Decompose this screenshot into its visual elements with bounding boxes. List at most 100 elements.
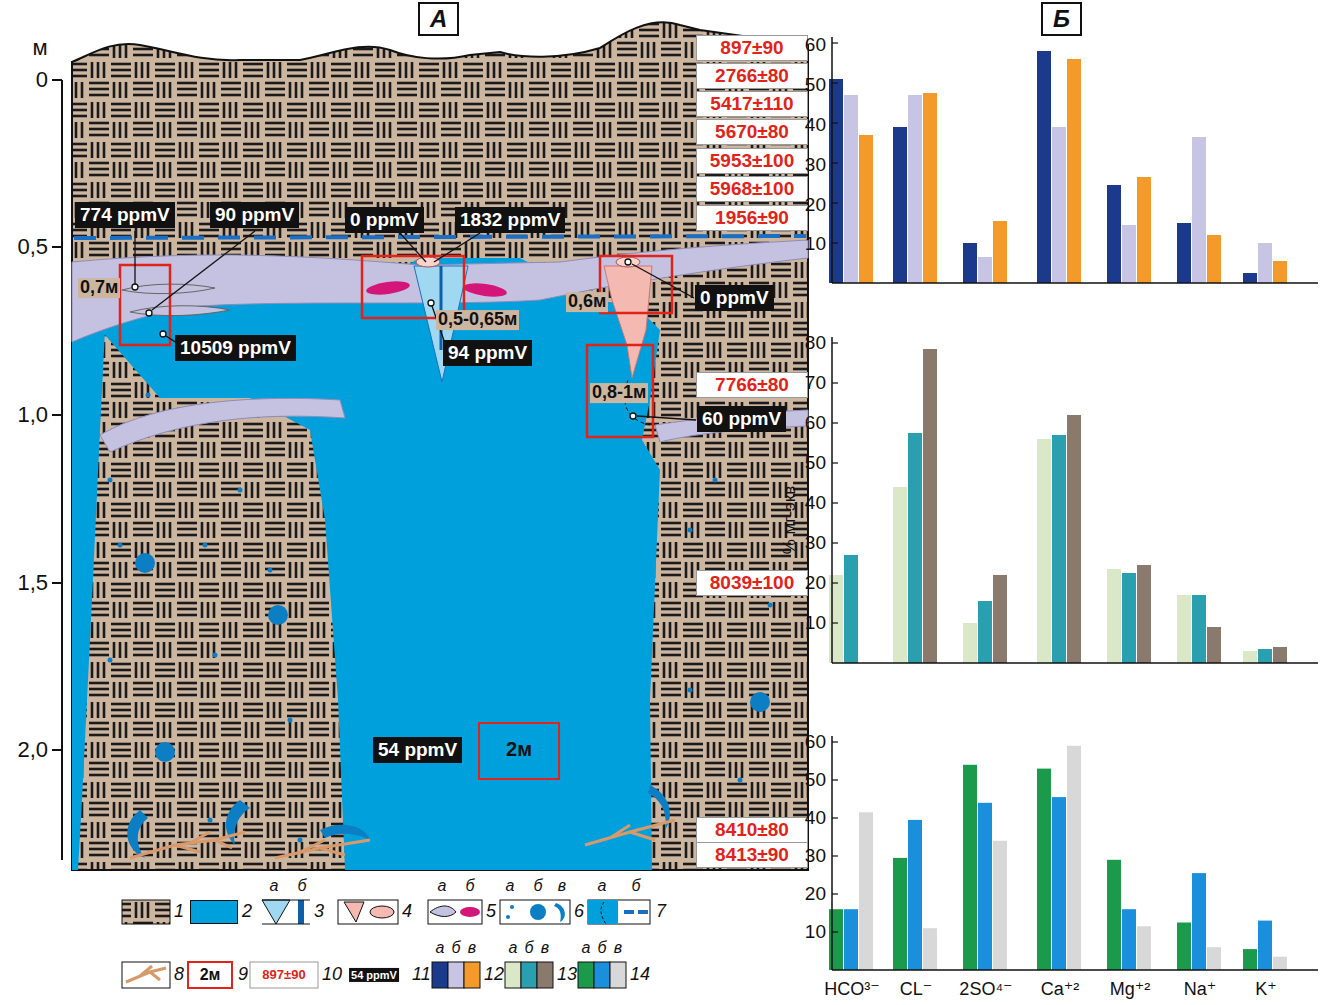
bar: [1207, 947, 1221, 970]
bar: [1052, 127, 1066, 283]
depth-label: 0,7м: [78, 278, 120, 298]
bar: [978, 257, 992, 283]
node-text: 5953±100: [703, 150, 801, 172]
depth-label: 0,8-1м: [590, 383, 648, 403]
legend-letter: а: [509, 939, 518, 957]
bar: [1052, 797, 1066, 970]
tick-mark: [832, 342, 838, 343]
category-label: Mg⁺²: [1110, 980, 1151, 1000]
node-text: 774 ppmV: [80, 204, 170, 226]
legend-letter: б: [525, 939, 534, 957]
category-label: K⁺: [1255, 980, 1277, 1000]
tick-label: 30: [805, 155, 826, 176]
legend-swatch: [190, 900, 238, 924]
tick-mark: [832, 582, 838, 583]
ppm-box: 54 ppmV: [373, 737, 462, 763]
bar: [993, 221, 1007, 283]
bar: [1122, 573, 1136, 663]
axis-label: 1,5: [17, 571, 48, 595]
bar: [978, 601, 992, 663]
node-text: 5968±100: [703, 178, 801, 200]
ppm-box: 774 ppmV: [75, 202, 175, 228]
node-text: 90 ppmV: [215, 204, 294, 226]
lavender-lens: [130, 306, 230, 316]
node-text: 5417±110: [703, 93, 801, 115]
tick-mark: [832, 817, 838, 818]
legend-number: 7: [656, 902, 666, 922]
legend-letter: б: [466, 877, 475, 895]
bar: [1192, 137, 1206, 283]
tick-label: 80: [805, 333, 826, 354]
depth-axis: [52, 80, 62, 860]
bar: [993, 841, 1007, 970]
bar: [893, 487, 907, 663]
legend-samples: [122, 900, 650, 988]
axis-label: 1,0: [17, 403, 48, 427]
legend-number: 2: [242, 902, 252, 922]
axis-label: 0,5: [17, 235, 48, 259]
ice-wedge: [72, 258, 660, 870]
bar: [859, 135, 873, 283]
tick-mark: [832, 741, 838, 742]
ppm-box: 10509 ppmV: [175, 335, 296, 361]
bar: [1243, 651, 1257, 663]
x-axis: [832, 969, 1318, 971]
bar: [908, 820, 922, 970]
legend-sample-text: 897±90: [262, 968, 305, 982]
ppm-box: 0 ppmV: [695, 285, 774, 311]
bar: [893, 127, 907, 283]
tick-mark: [832, 242, 838, 243]
tick-mark: [832, 502, 838, 503]
tick-label: 70: [805, 373, 826, 394]
tick-label: 50: [805, 75, 826, 96]
y-axis: [831, 736, 833, 970]
legend-letter: в: [558, 877, 566, 895]
node-text: 8039±100: [703, 572, 801, 594]
tick-mark: [832, 622, 838, 623]
panel-letter: Б: [1041, 2, 1082, 36]
category-label: CL⁻: [900, 980, 933, 1000]
node-text: 2м: [488, 738, 550, 761]
bar: [923, 349, 937, 663]
sample-box: 2м: [478, 722, 560, 780]
tick-mark: [832, 542, 838, 543]
tick-label: 40: [805, 808, 826, 829]
bar: [1273, 261, 1287, 283]
node-text: 897±90: [703, 37, 801, 59]
legend-number: 10: [322, 965, 342, 985]
tick-mark: [832, 931, 838, 932]
legend-letter: б: [598, 939, 607, 957]
magenta-lens: [365, 279, 410, 297]
node-text: 8410±80: [703, 819, 801, 841]
legend-sample-text: 2м: [200, 966, 221, 984]
date-box: 5417±110: [696, 91, 808, 117]
tick-label: 20: [805, 195, 826, 216]
legend-letter: а: [506, 877, 515, 895]
legend-number: 6: [574, 902, 584, 922]
node-text: 60 ppmV: [702, 408, 781, 430]
bar: [1207, 235, 1221, 283]
legend-number: 3: [314, 902, 324, 922]
bar: [963, 765, 977, 970]
y-axis: [831, 337, 833, 663]
tick-label: 60: [805, 35, 826, 56]
legend-letter: в: [541, 939, 549, 957]
leader-lines: [132, 231, 696, 420]
date-box: 7766±80: [696, 372, 808, 398]
bar: [859, 812, 873, 970]
legend-letter: в: [614, 939, 622, 957]
bar: [1207, 627, 1221, 663]
date-box: 5953±100: [696, 148, 808, 174]
bar-chart: [829, 337, 1318, 663]
ppm-box: 60 ppmV: [697, 406, 786, 432]
node-text: 10509 ppmV: [180, 337, 291, 359]
tick-label: 50: [805, 453, 826, 474]
bar: [923, 93, 937, 283]
legend-sample-text: 54 ppmV: [349, 968, 399, 982]
bar: [1137, 177, 1151, 283]
legend-number: 13: [557, 965, 577, 985]
tick-mark: [832, 855, 838, 856]
ppm-box: 94 ppmV: [443, 340, 532, 366]
bar: [829, 575, 843, 663]
legend-letter: а: [598, 877, 607, 895]
